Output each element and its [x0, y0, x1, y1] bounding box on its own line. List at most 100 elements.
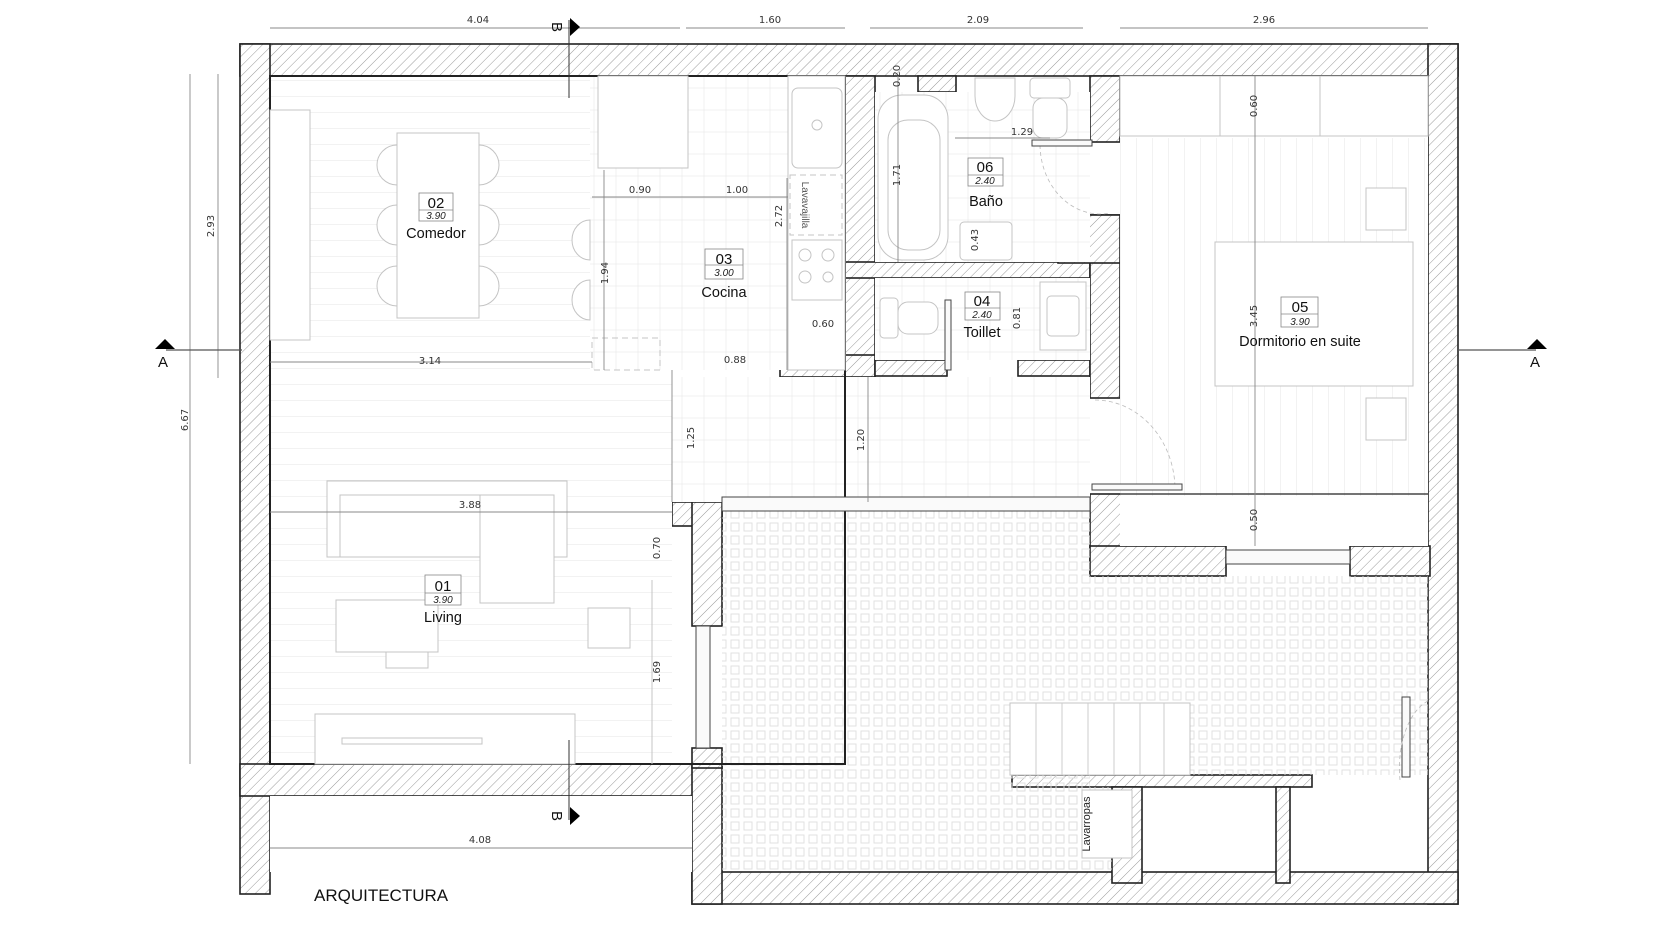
bath-sink [959, 221, 1013, 261]
dishwasher-label: Lavavajilla [799, 182, 810, 229]
wall-bath-niche [917, 75, 957, 93]
dim-kitchen-060: 0.60 [812, 319, 834, 330]
dim-top-2: 1.60 [759, 15, 781, 26]
room-height: 3.90 [1290, 317, 1310, 328]
window-living [695, 625, 711, 749]
wall-bath-bed-1 [1089, 75, 1121, 143]
toilet-tank [1029, 77, 1071, 99]
room-name: Comedor [406, 226, 466, 242]
section-b-bottom: B [548, 811, 565, 821]
dim-comedor-width: 3.14 [419, 356, 441, 367]
dim-kitchen-194: 1.94 [600, 262, 611, 284]
room-name: Baño [969, 194, 1003, 210]
door-bedroom[interactable] [1091, 483, 1183, 491]
dim-bath-171: 1.71 [892, 164, 903, 186]
wardrobe [1119, 75, 1429, 137]
dim-kitchen-272: 2.72 [774, 205, 785, 227]
room-height: 2.40 [971, 310, 992, 321]
section-a-left: A [158, 354, 168, 371]
dim-kitchen-090: 0.90 [629, 185, 651, 196]
nightstand-bottom [1365, 397, 1407, 441]
ottoman [385, 651, 429, 669]
dim-top-4: 2.96 [1253, 15, 1275, 26]
section-b-top-arrow-icon [570, 18, 580, 36]
dim-top-3: 2.09 [967, 15, 989, 26]
coffee-table [335, 599, 439, 653]
section-a-right: A [1530, 354, 1540, 371]
dimension-labels: 4.04 1.60 2.09 2.96 6.67 2.93 4.08 3.14 … [180, 15, 1275, 846]
wc-tank [879, 297, 899, 339]
dim-bath-020: 0.20 [892, 65, 903, 87]
room-height: 3.90 [433, 595, 453, 606]
dining-chairs [376, 144, 591, 321]
room-tag-bano: 06 2.40 Baño [967, 157, 1004, 210]
wall-bed-bottom-1 [1089, 545, 1227, 577]
dim-top-1: 4.04 [467, 15, 489, 26]
room-number: 06 [977, 159, 994, 176]
wall-kitchen-bath [844, 75, 876, 357]
dim-bed-345: 3.45 [1249, 305, 1260, 327]
wall-left [239, 43, 271, 895]
window-bedroom [1225, 549, 1351, 565]
section-cuts [155, 18, 1547, 825]
tv [341, 737, 483, 745]
fridge [597, 75, 689, 169]
dim-kitchen-088: 0.88 [724, 355, 746, 366]
room-name: Toillet [963, 325, 1000, 341]
side-table [587, 607, 631, 649]
section-b-bottom-arrow-icon [570, 807, 580, 825]
openings [695, 139, 1431, 781]
wall-pier-2 [691, 501, 723, 627]
dimension-lines [189, 27, 1428, 849]
room-number: 04 [974, 293, 991, 310]
washer-label: Lavarropas [1081, 796, 1093, 852]
door-toilet[interactable] [944, 299, 952, 371]
room-number: 02 [428, 195, 445, 212]
dim-left-outer: 6.67 [180, 409, 191, 431]
dim-living-169: 1.69 [652, 661, 663, 683]
dim-bottom: 4.08 [469, 835, 491, 846]
wc-bowl [897, 301, 939, 335]
section-b-top: B [548, 22, 565, 32]
window-terrace [721, 496, 1091, 512]
door-bath[interactable] [1031, 139, 1093, 147]
door-terrace[interactable] [1401, 696, 1411, 778]
wall-terrace-left [691, 763, 723, 905]
room-height: 2.40 [974, 176, 995, 187]
wall-toilet-bottom-1 [874, 359, 948, 377]
door-arc-bedroom [1094, 399, 1176, 489]
room-name: Dormitorio en suite [1239, 334, 1361, 350]
bidet [974, 77, 1016, 122]
toilet-bowl [1032, 97, 1068, 139]
wall-living-bottom [239, 763, 695, 797]
room-tag-living: 01 3.90 Living [424, 574, 462, 626]
dishwasher [789, 174, 843, 236]
room-name: Living [424, 610, 462, 626]
section-labels: A A B B [158, 22, 1540, 821]
terrace-bench [1009, 702, 1191, 776]
dim-left-inner: 2.93 [206, 215, 217, 237]
room-number: 03 [716, 251, 733, 268]
door-arc-bath [1039, 144, 1111, 215]
room-number: 01 [435, 578, 452, 595]
dim-bath-129: 1.29 [1011, 127, 1033, 138]
room-tags: 01 3.90 Living 02 3.90 Comedor 03 3.00 C… [406, 157, 1361, 626]
cooktop [791, 239, 843, 301]
wall-right [1427, 43, 1459, 905]
dim-hall-120: 1.20 [856, 429, 867, 451]
room-number: 05 [1292, 299, 1309, 316]
chaise [479, 494, 555, 604]
wall-bed-bottom-2 [1349, 545, 1431, 577]
dim-living-070: 0.70 [652, 537, 663, 559]
wall-bath-toilet [844, 261, 1091, 279]
washer [1081, 789, 1133, 859]
room-height: 3.00 [714, 268, 734, 279]
section-a-right-arrow-icon [1527, 339, 1547, 349]
room-tag-dormitorio: 05 3.90 Dormitorio en suite [1239, 296, 1361, 350]
door-arc-terrace [1399, 699, 1431, 781]
dim-toilet-081: 0.81 [1012, 307, 1023, 329]
room-tag-comedor: 02 3.90 Comedor [406, 192, 466, 242]
room-height: 3.90 [426, 211, 446, 222]
room-tag-toillet: 04 2.40 Toillet [963, 291, 1001, 341]
